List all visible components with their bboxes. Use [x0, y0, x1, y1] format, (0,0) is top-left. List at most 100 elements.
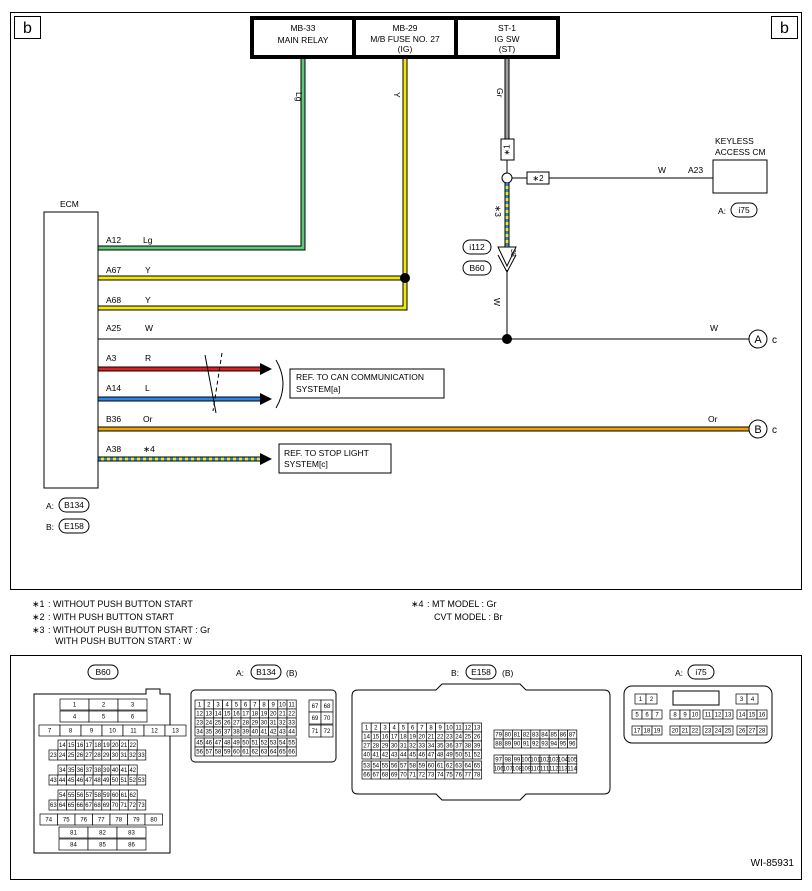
connector-pin-number: 55 [382, 764, 389, 770]
connector-pin-number: 81 [514, 733, 521, 739]
connector-pin-cell [136, 749, 147, 761]
connector-pin-number: 64 [270, 750, 277, 756]
b134-suffix: (B) [286, 668, 298, 678]
connector-pin-number: 12 [151, 729, 158, 735]
connector-pin-number: 27 [233, 721, 240, 727]
junction-conn1: i112 [469, 242, 485, 252]
connector-pin-number: 13 [725, 713, 732, 719]
connector-pin-cell [722, 709, 734, 720]
ecm-conn-a-prefix: A: [46, 501, 54, 511]
mark-1-text: ∗1 [503, 144, 512, 156]
connector-pin-number: 2 [650, 697, 654, 703]
connector-pin-number: 15 [749, 713, 756, 719]
connector-pin-cell [689, 725, 701, 736]
connector-pin-number: 10 [279, 703, 286, 709]
connector-pin-number: 33 [288, 721, 295, 727]
connector-pin-number: 9 [439, 726, 443, 732]
connector-pin-number: 4 [73, 715, 77, 721]
connector-pin-number: 6 [411, 726, 415, 732]
connector-pin-number: 46 [418, 753, 425, 759]
connector-pin-number: 22 [129, 743, 136, 749]
connector-pin-number: 24 [59, 753, 66, 759]
connector-pin-number: 21 [279, 712, 286, 718]
b134-title: B134 [256, 667, 276, 677]
connector-pin-number: 23 [705, 729, 712, 735]
connector-pin-number: 90 [514, 742, 521, 748]
connector-pin-number: 28 [759, 729, 766, 735]
connector-pin-number: 50 [112, 778, 119, 784]
ecm-pin: A12 [106, 235, 121, 245]
connector-pin-number: 58 [94, 793, 101, 799]
connector-pin-number: 77 [464, 773, 471, 779]
connector-pin-cell [136, 774, 147, 786]
keyless-conn-prefix: A: [718, 206, 726, 216]
connector-pin-number: 24 [205, 721, 212, 727]
connector-pin-number: 6 [645, 713, 649, 719]
note-text: : WITHOUT PUSH BUTTON START [48, 599, 193, 609]
connector-pin-number: 68 [324, 704, 331, 710]
connector-pin-number: 6 [244, 703, 248, 709]
connector-pin-number: 6 [131, 715, 135, 721]
connector-pin-number: 15 [372, 735, 379, 741]
connector-pin-number: 39 [242, 730, 249, 736]
connector-pin-number: 37 [85, 768, 92, 774]
connector-pin-number: 46 [76, 778, 83, 784]
connector-pin-number: 57 [205, 750, 212, 756]
connector-pin-number: 65 [474, 764, 481, 770]
ecm-pin: A38 [106, 444, 121, 454]
ecm-box: ECM [43, 199, 99, 489]
connector-pin-number: 59 [418, 764, 425, 770]
connector-pin-number: 47 [428, 753, 435, 759]
connector-pin-number: 16 [77, 743, 84, 749]
connector-pin-number: 79 [495, 733, 502, 739]
ecm-pin: A67 [106, 265, 121, 275]
connector-pin-number: 3 [131, 703, 135, 709]
connector-pin-number: 73 [138, 803, 145, 809]
connector-pin-number: 36 [215, 730, 222, 736]
connector-pin-number: 48 [94, 778, 101, 784]
connector-pin-cell [645, 693, 658, 705]
connector-pin-number: 40 [251, 730, 258, 736]
ecm-pin: A14 [106, 383, 121, 393]
ecm-conn-b-prefix: B: [46, 522, 54, 532]
connector-pin-number: 34 [59, 768, 66, 774]
connector-pin-number: 55 [288, 741, 295, 747]
connector-pin-cell [320, 711, 334, 725]
ecm-pin-color: Y [145, 295, 151, 305]
i75-housing [623, 685, 773, 744]
connector-pin-number: 71 [409, 773, 416, 779]
connector-pin-number: 63 [261, 750, 268, 756]
junction-conn2: B60 [469, 263, 484, 273]
ref-can-line1: REF. TO CAN COMMUNICATION [296, 372, 424, 382]
connector-pin-number: 61 [437, 764, 444, 770]
ecm-pin-color: Lg [143, 235, 153, 245]
connector-pin-number: 15 [68, 743, 75, 749]
connector-pin-number: 62 [129, 793, 136, 799]
top-source-boxes: MB-33 MAIN RELAY MB-29 M/B FUSE NO. 27 (… [250, 16, 560, 59]
connector-pin-number: 12 [196, 712, 203, 718]
junction-connector [497, 246, 517, 268]
connector-pin-number: 62 [446, 764, 453, 770]
connector-pin-number: 55 [68, 793, 75, 799]
connector-pin-number: 64 [59, 803, 66, 809]
connector-pin-number: 63 [50, 803, 57, 809]
connector-pin-number: 5 [235, 703, 239, 709]
connector-pin-number: 83 [532, 733, 539, 739]
connector-pin-number: 60 [233, 750, 240, 756]
connector-pin-number: 60 [112, 793, 119, 799]
ref-can-box: REF. TO CAN COMMUNICATION SYSTEM[a] [289, 368, 445, 399]
connector-pin-number: 105 [567, 758, 578, 764]
i75-key [672, 690, 720, 706]
connector-pin-number: 34 [196, 730, 203, 736]
connector-pin-number: 53 [363, 764, 370, 770]
connector-pin-number: 2 [102, 703, 106, 709]
connector-pin-number: 48 [224, 741, 231, 747]
connector-pin-number: 68 [94, 803, 101, 809]
junction-w [502, 334, 512, 344]
connector-pin-number: 70 [400, 773, 407, 779]
offpage-a: A c [748, 329, 777, 349]
connector-pin-number: 12 [464, 726, 471, 732]
connector-pin-number: 5 [102, 715, 106, 721]
connector-pin-number: 11 [455, 726, 462, 732]
connector-pin-cell [116, 838, 147, 851]
